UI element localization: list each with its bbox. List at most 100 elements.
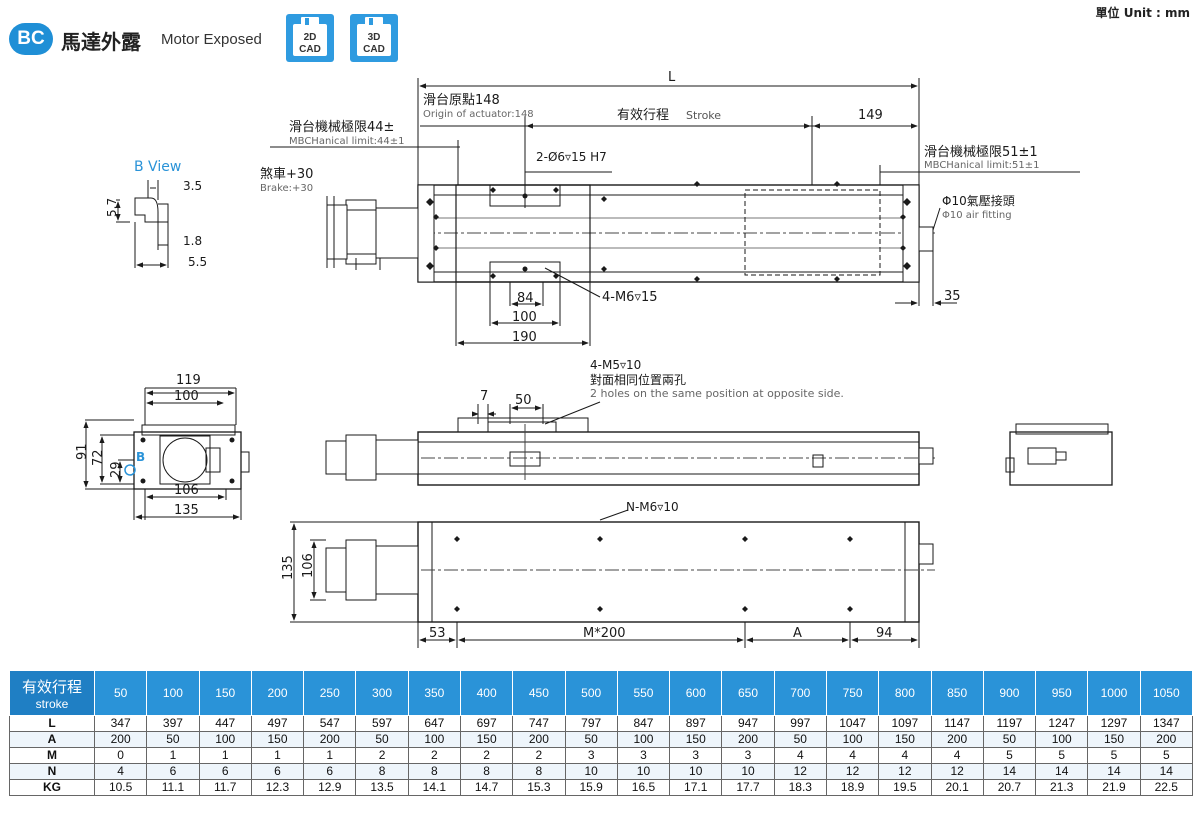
- table-cell: 100: [198, 731, 252, 748]
- table-cell: 8: [407, 763, 461, 780]
- dim-94: 94: [876, 626, 893, 641]
- cad-2d-download-button[interactable]: 2D CAD: [286, 14, 334, 62]
- dim-35: 35: [944, 289, 961, 304]
- table-cell: 997: [773, 715, 827, 732]
- row-label: M: [9, 747, 95, 764]
- table-cell: 0: [93, 747, 148, 764]
- table-cell: 150: [459, 731, 514, 748]
- row-label: KG: [9, 779, 95, 796]
- b-view-title: B View: [134, 159, 181, 175]
- table-cell: 547: [303, 715, 357, 732]
- table-cell: 12: [878, 763, 932, 780]
- table-cell: 13.5: [355, 779, 409, 796]
- table-cell: 747: [512, 715, 566, 732]
- table-cell: 4: [878, 747, 932, 764]
- cad-3d-label-bottom: CAD: [363, 44, 385, 55]
- table-cell: 1097: [878, 715, 932, 732]
- table-cell: 1: [250, 747, 305, 764]
- table-cell: 21.9: [1087, 779, 1141, 796]
- dim-106-side: 106: [301, 553, 316, 578]
- origin-label-zh: 滑台原點148: [423, 93, 500, 108]
- table-cell: 11.1: [146, 779, 200, 796]
- dim-84: 84: [517, 291, 534, 306]
- stroke-header-value: 400: [459, 670, 514, 716]
- drawing-labels: L 滑台原點148 Origin of actuator:148 有效行程 St…: [75, 70, 1039, 641]
- table-cell: 18.9: [825, 779, 880, 796]
- table-cell: 20.7: [982, 779, 1037, 796]
- table-cell: 5: [982, 747, 1037, 764]
- stroke-header-value: 900: [982, 670, 1037, 716]
- stroke-header-value: 1000: [1087, 670, 1141, 716]
- table-cell: 1197: [982, 715, 1037, 732]
- table-cell: 2: [407, 747, 461, 764]
- bv-dim-1-8: 1.8: [183, 234, 202, 248]
- b-view: [115, 180, 169, 268]
- table-cell: 1297: [1087, 715, 1141, 732]
- table-cell: 10: [616, 763, 671, 780]
- pin-hole-label: 2-Ø6▿15 H7: [536, 150, 607, 164]
- stroke-header-cell: 有效行程 stroke: [9, 670, 95, 716]
- dim-149: 149: [858, 108, 883, 123]
- table-cell: 5: [1087, 747, 1141, 764]
- top-view-holes: [426, 181, 911, 282]
- b-marker-label: B: [136, 450, 145, 464]
- dim-m200: M*200: [583, 626, 626, 641]
- table-cell: 6: [146, 763, 200, 780]
- table-cell: 3: [669, 747, 723, 764]
- table-cell: 21.3: [1035, 779, 1089, 796]
- dim-100-end: 100: [174, 389, 199, 404]
- title-english: Motor Exposed: [161, 31, 262, 48]
- stroke-header-value: 650: [721, 670, 775, 716]
- table-cell: 14.7: [459, 779, 514, 796]
- mech-limit-left-zh: 滑台機械極限44±: [289, 119, 394, 135]
- row-label: L: [9, 715, 95, 732]
- table-cell: 50: [146, 731, 200, 748]
- side-end-view: [1005, 423, 1113, 486]
- table-cell: 847: [616, 715, 671, 732]
- table-cell: 150: [878, 731, 932, 748]
- file-icon: [357, 24, 391, 56]
- stroke-header-value: 200: [250, 670, 305, 716]
- table-cell: 1147: [930, 715, 984, 732]
- dim-l: L: [668, 70, 676, 85]
- series-badge: BC: [9, 23, 53, 55]
- table-cell: 50: [564, 731, 618, 748]
- cad-3d-download-button[interactable]: 3D CAD: [350, 14, 398, 62]
- table-cell: 100: [1035, 731, 1089, 748]
- table-cell: 947: [721, 715, 775, 732]
- table-cell: 100: [407, 731, 461, 748]
- table-cell: 14.1: [407, 779, 461, 796]
- table-cell: 17.7: [721, 779, 775, 796]
- table-cell: 897: [669, 715, 723, 732]
- cad-2d-label-top: 2D: [303, 32, 317, 43]
- table-cell: 12: [773, 763, 827, 780]
- table-cell: 200: [512, 731, 566, 748]
- mech-limit-right-zh: 滑台機械極限51±1: [924, 144, 1038, 160]
- table-cell: 1: [198, 747, 252, 764]
- table-cell: 200: [93, 731, 148, 748]
- dim-50: 50: [515, 393, 532, 408]
- table-cell: 1: [303, 747, 357, 764]
- table-cell: 14: [982, 763, 1037, 780]
- table-cell: 4: [825, 747, 880, 764]
- table-cell: 397: [146, 715, 200, 732]
- table-cell: 15.9: [564, 779, 618, 796]
- dim-7: 7: [480, 389, 488, 404]
- table-cell: 18.3: [773, 779, 827, 796]
- dim-106: 106: [174, 483, 199, 498]
- cad-2d-label-bottom: CAD: [299, 44, 321, 55]
- b-view-marker-icon: [124, 464, 136, 476]
- table-cell: 5: [1035, 747, 1089, 764]
- air-fitting-label-zh: Φ10氣壓接頭: [942, 193, 1015, 208]
- dim-72: 72: [91, 449, 106, 466]
- bv-dim-5-5: 5.5: [188, 255, 207, 269]
- stroke-header-value: 550: [616, 670, 671, 716]
- stroke-header-value: 450: [512, 670, 566, 716]
- brake-label-en: Brake:+30: [260, 183, 313, 194]
- table-cell: 10: [564, 763, 618, 780]
- table-cell: 4: [93, 763, 148, 780]
